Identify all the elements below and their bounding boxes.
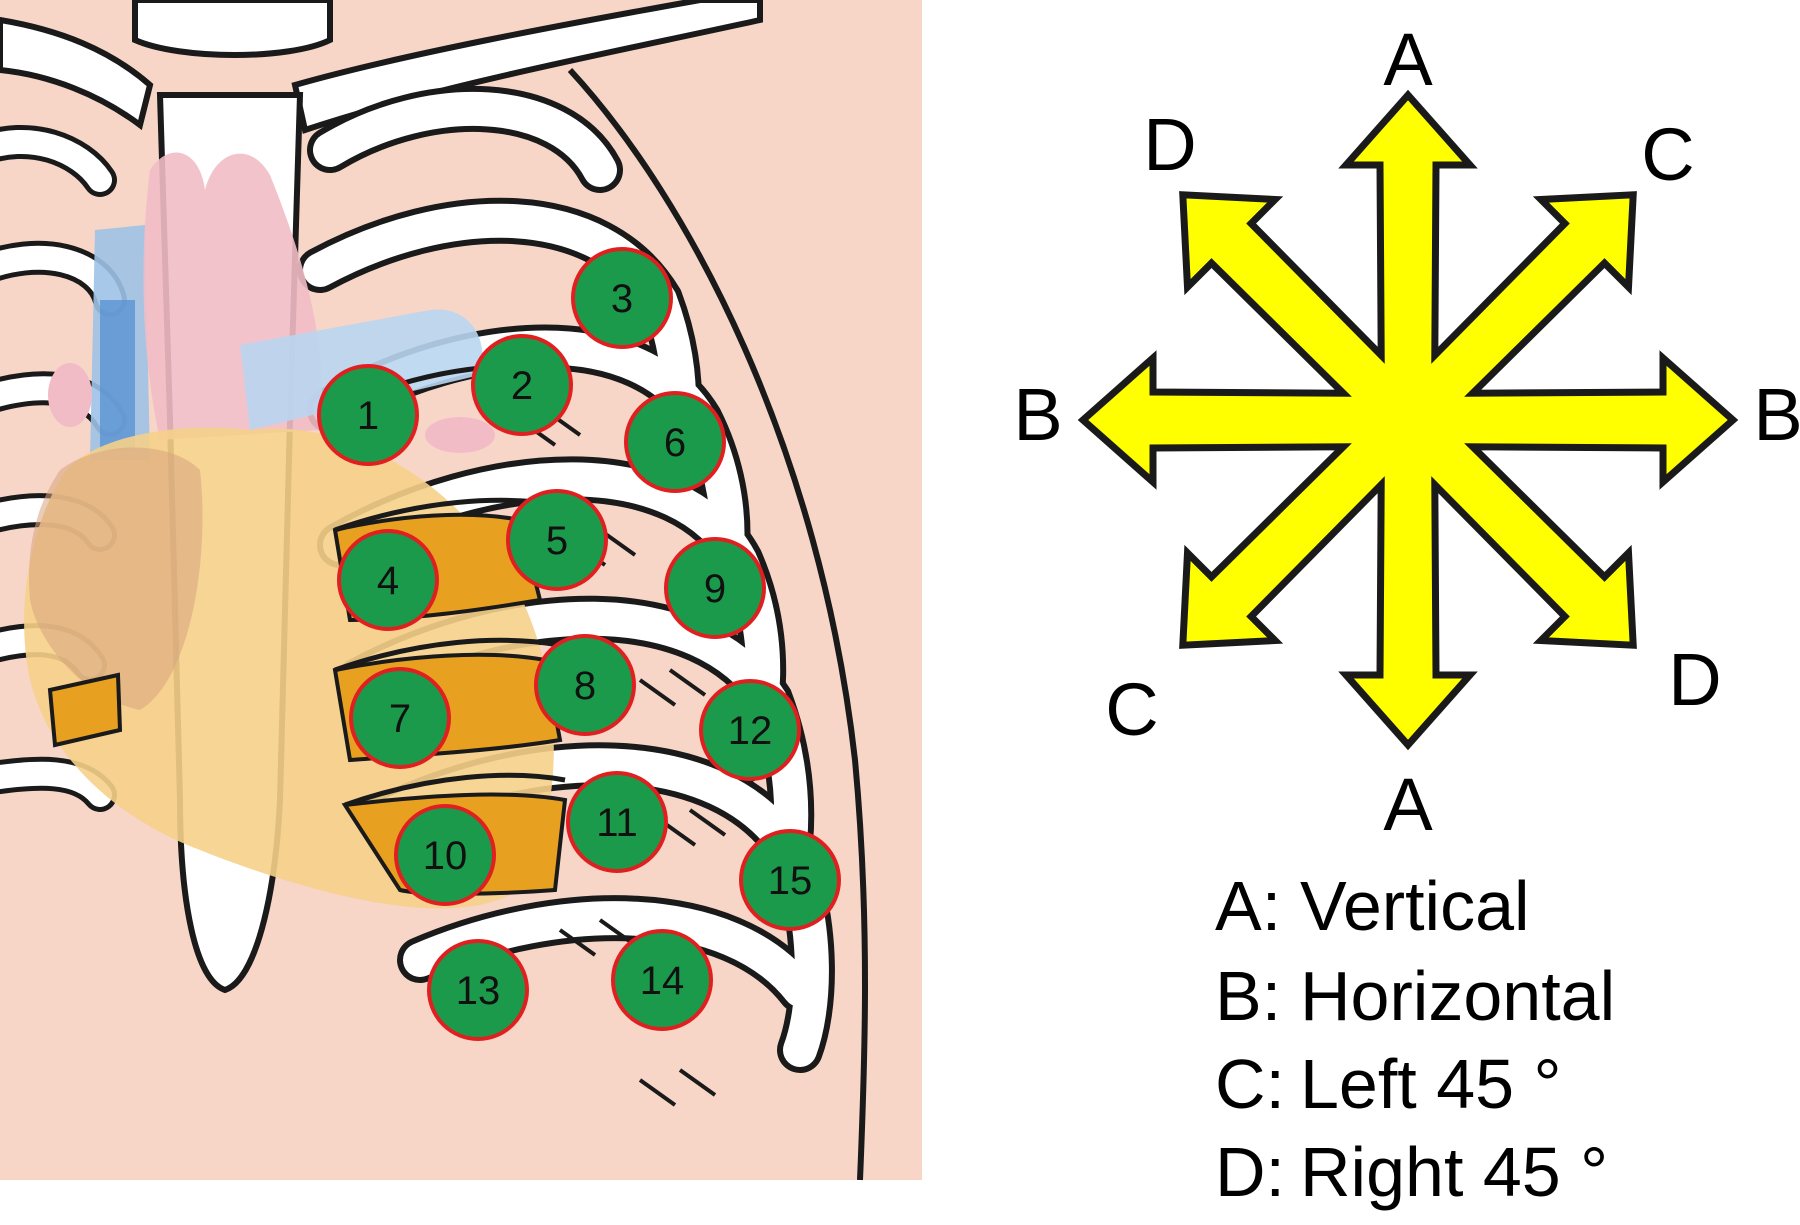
direction-label-bottom: A (1383, 763, 1433, 846)
marker-circle (337, 529, 439, 631)
vena-cava-dark (100, 300, 135, 450)
marker-8: 8 (534, 634, 636, 736)
direction-legend: A: Vertical B: Horizontal C: Left 45 ° D… (1215, 867, 1615, 1211)
direction-label-bottom-right: D (1668, 638, 1721, 721)
marker-label: 6 (664, 421, 686, 465)
marker-circle (394, 804, 496, 906)
marker-6: 6 (624, 391, 726, 493)
marker-13: 13 (427, 939, 529, 1041)
right-atrium-shade (29, 447, 203, 710)
direction-diagram: A A B B D C C D A: Vertical B: Horizonta… (1013, 18, 1800, 1211)
legend-key-c: C: (1215, 1045, 1285, 1123)
marker-circle (317, 364, 419, 466)
legend-text-b: Horizontal (1300, 957, 1615, 1035)
marker-circle (534, 634, 636, 736)
marker-circle (566, 771, 668, 873)
direction-label-left: B (1013, 373, 1062, 456)
marker-circle (349, 667, 451, 769)
marker-label: 12 (728, 709, 773, 753)
marker-label: 13 (456, 969, 501, 1013)
marker-7: 7 (349, 667, 451, 769)
legend-key-a: A: (1215, 867, 1281, 945)
marker-label: 5 (546, 519, 568, 563)
legend-text-d: Right 45 ° (1300, 1133, 1608, 1211)
marker-15: 15 (739, 829, 841, 931)
direction-label-top-left: D (1143, 103, 1196, 186)
marker-5: 5 (506, 489, 608, 591)
legend-text-a: Vertical (1300, 867, 1530, 945)
marker-label: 14 (640, 959, 685, 1003)
legend-key-b: B: (1215, 957, 1281, 1035)
direction-label-bottom-left: C (1105, 668, 1158, 751)
marker-label: 2 (511, 364, 533, 408)
legend-key-d: D: (1215, 1133, 1285, 1211)
marker-4: 4 (337, 529, 439, 631)
marker-circle (571, 247, 673, 349)
legend-text-c: Left 45 ° (1300, 1045, 1562, 1123)
pulmonary-vessel-left (425, 417, 495, 453)
marker-label: 7 (389, 697, 411, 741)
marker-14: 14 (611, 929, 713, 1031)
marker-circle (611, 929, 713, 1031)
marker-circle (699, 679, 801, 781)
marker-10: 10 (394, 804, 496, 906)
marker-label: 1 (357, 394, 379, 438)
marker-label: 10 (423, 834, 468, 878)
marker-circle (427, 939, 529, 1041)
neck-vertebra (132, 0, 333, 58)
marker-circle (506, 489, 608, 591)
marker-label: 9 (704, 567, 726, 611)
eight-way-arrow (1077, 89, 1739, 751)
marker-label: 4 (377, 559, 399, 603)
marker-label: 11 (596, 801, 638, 845)
marker-11: 11 (566, 771, 668, 873)
marker-9: 9 (664, 537, 766, 639)
torso-edge (567, 67, 868, 1181)
marker-circle (739, 829, 841, 931)
marker-label: 15 (768, 859, 813, 903)
marker-circle (664, 537, 766, 639)
marker-12: 12 (699, 679, 801, 781)
marker-2: 2 (471, 334, 573, 436)
right-clavicle (0, 16, 154, 131)
marker-1: 1 (317, 364, 419, 466)
marker-circle (471, 334, 573, 436)
marker-3: 3 (571, 247, 673, 349)
direction-label-top: A (1383, 18, 1433, 101)
direction-label-right: B (1753, 373, 1800, 456)
marker-label: 3 (611, 277, 633, 321)
marker-circle (624, 391, 726, 493)
marker-label: 8 (574, 664, 596, 708)
direction-label-top-right: C (1641, 113, 1694, 196)
pulmonary-vessel (48, 363, 92, 427)
